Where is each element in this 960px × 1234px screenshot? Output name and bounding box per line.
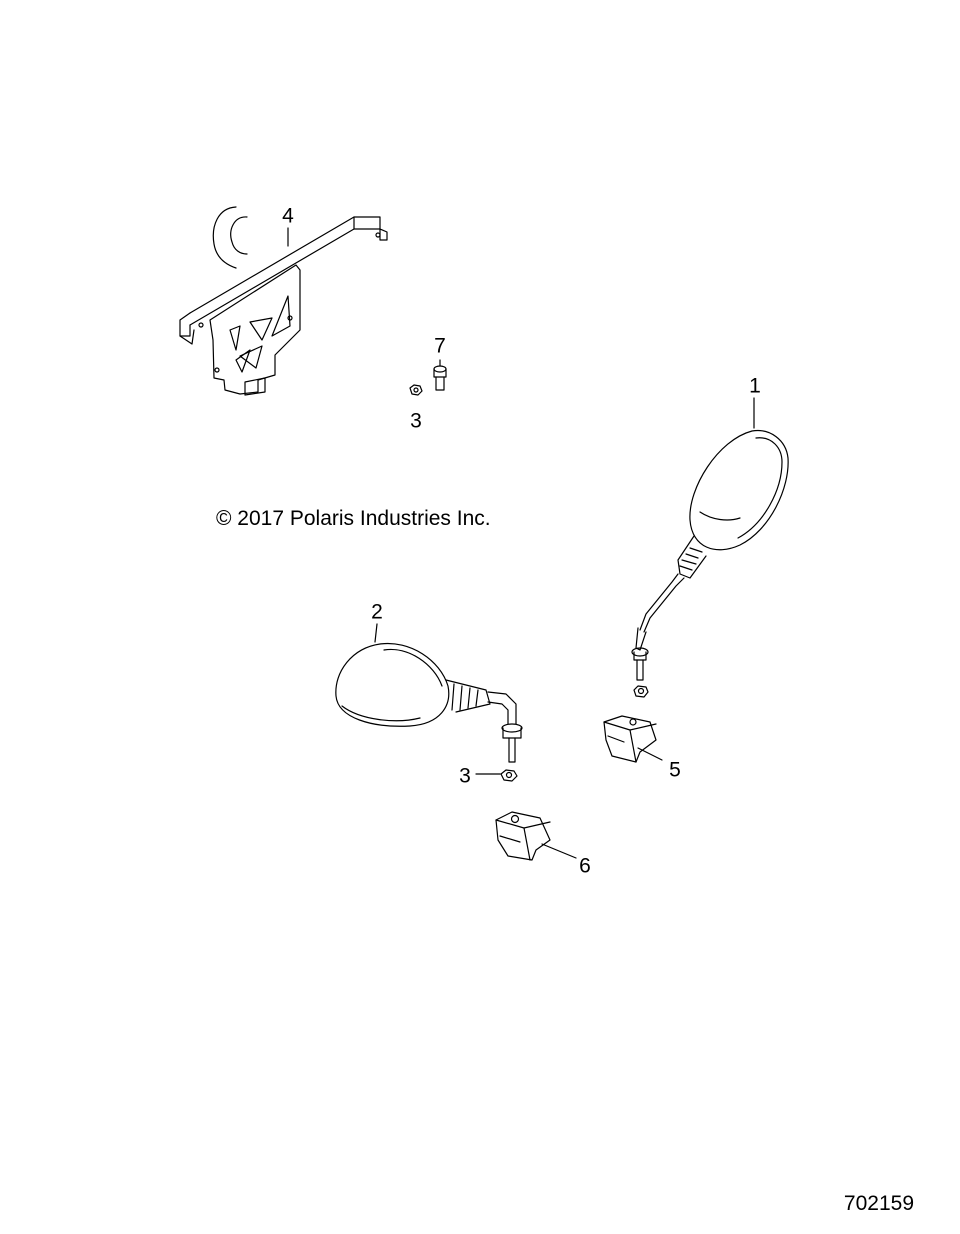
copyright-notice: © 2017 Polaris Industries Inc. <box>216 507 491 530</box>
callout-6: 6 <box>579 854 591 878</box>
callout-3-upper: 3 <box>410 409 422 433</box>
right-mirror-part <box>632 431 788 680</box>
screw-part <box>434 360 446 390</box>
nut-part-right <box>634 686 648 697</box>
callout-2: 2 <box>371 600 383 624</box>
mount-block-part-6 <box>496 812 550 860</box>
leader-line-2 <box>375 624 377 642</box>
leader-line-5 <box>638 748 662 760</box>
mount-block-part-5 <box>604 716 656 762</box>
left-mirror-part <box>336 643 522 762</box>
callout-1: 1 <box>749 374 761 398</box>
bracket-part <box>180 207 387 395</box>
callout-4: 4 <box>282 204 294 228</box>
leader-line-6 <box>542 844 576 858</box>
callout-3-lower: 3 <box>459 764 471 788</box>
callout-5: 5 <box>669 758 681 782</box>
nut-part-lower <box>501 770 517 781</box>
nut-part-upper <box>410 385 422 395</box>
diagram-number: 702159 <box>843 1192 914 1215</box>
callout-7: 7 <box>434 334 446 358</box>
